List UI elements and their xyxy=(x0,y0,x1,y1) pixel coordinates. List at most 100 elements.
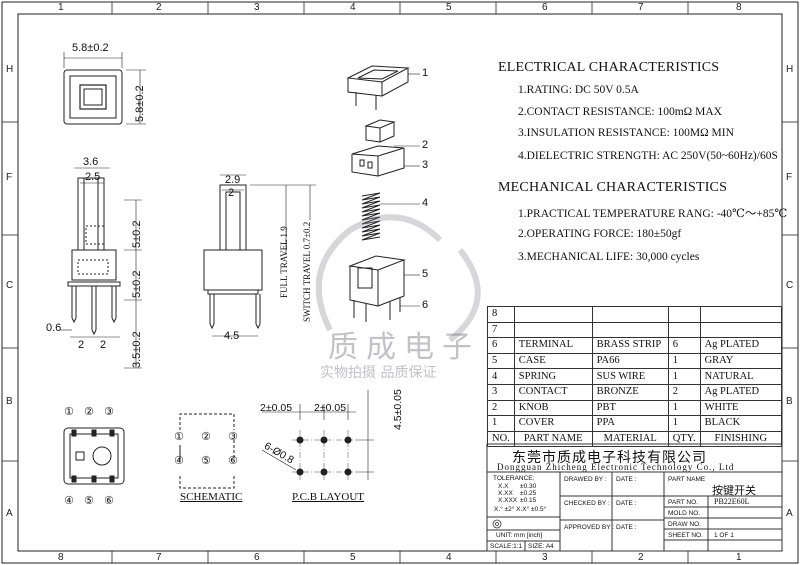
electrical-item: 2.CONTACT RESISTANCE: 100mΩ MAX xyxy=(518,106,722,118)
bom-cell: SPRING xyxy=(513,368,593,385)
col-label: 5 xyxy=(446,2,452,13)
bom-cell: CASE xyxy=(513,352,593,370)
col-label: 8 xyxy=(58,552,64,563)
bom-cell: Ag PLATED xyxy=(699,337,783,354)
front-view xyxy=(60,167,142,369)
col-label: 3 xyxy=(542,552,548,563)
bom-cell: PBT xyxy=(591,399,669,417)
bom-cell: 6 xyxy=(487,337,515,354)
part-no: PB22E60L xyxy=(714,497,750,506)
projection-symbol-icon xyxy=(492,519,502,529)
bom-cell: SUS WIRE xyxy=(591,368,669,385)
dim-front-w1: 3.6 xyxy=(83,156,99,168)
tol-xx-val: ±0.25 xyxy=(520,490,537,497)
drawn-by-label: DRAWED BY : xyxy=(564,476,607,483)
col-label: 8 xyxy=(736,2,742,13)
dim-front-pitch-b: 2 xyxy=(100,339,107,351)
dim-front-h2: 5±0.2 xyxy=(131,270,143,298)
bom-cell: 6 xyxy=(667,337,701,354)
company-name-en: Dongguan Zhicheng Electronic Technology … xyxy=(497,462,735,472)
pin-label: ① xyxy=(64,406,74,418)
bom-cell: 3 xyxy=(487,383,515,401)
bom-cell: NATURAL xyxy=(699,368,783,385)
col-label: 4 xyxy=(350,2,356,13)
pcb-layout xyxy=(261,390,374,482)
pin-label: ③ xyxy=(104,406,114,418)
pin-label: ⑥ xyxy=(104,495,114,507)
electrical-item: 1.RATING: DC 50V 0.5A xyxy=(518,84,639,96)
bom-row: 7 xyxy=(487,321,783,339)
bom-cell: Ag PLATED xyxy=(699,383,783,401)
bom-cell: 5 xyxy=(487,352,515,370)
dim-front-pitch-a: 2 xyxy=(78,339,85,351)
row-label: F xyxy=(786,172,793,183)
mechanical-item: 3.MECHANICAL LIFE: 30,000 cycles xyxy=(518,251,700,263)
part-name: 按键开关 xyxy=(712,484,756,497)
row-label: H xyxy=(6,64,14,75)
col-label: 2 xyxy=(156,2,162,13)
schematic-pin: ⑤ xyxy=(201,455,211,467)
tol-x: X.X xyxy=(498,483,509,490)
bom-header-cell: NO. xyxy=(487,430,515,448)
dim-pcb-height: 4.5±0.05 xyxy=(392,389,404,430)
bom-cell xyxy=(667,306,701,323)
bom-cell xyxy=(699,306,783,323)
row-label: C xyxy=(786,280,794,291)
watermark-name: 质成电子 xyxy=(328,330,480,365)
dim-front-h3: 3.5±0.2 xyxy=(131,331,143,368)
callout-5: 5 xyxy=(422,268,429,280)
bom-cell: KNOB xyxy=(513,399,593,417)
col-label: 6 xyxy=(542,2,548,13)
watermark-logo xyxy=(315,214,481,343)
col-label: 7 xyxy=(156,552,162,563)
col-label: 6 xyxy=(254,552,260,563)
bom-header-cell: MATERIAL xyxy=(591,430,669,448)
mechanical-item: 1.PRACTICAL TEMPERATURE RANG: -40℃～+85℃ xyxy=(518,208,788,220)
schematic-pin: ② xyxy=(201,431,211,443)
schematic-pin: ④ xyxy=(174,455,184,467)
checked-date-label: DATE : xyxy=(616,500,637,507)
electrical-item: 3.INSULATION RESISTANCE: 100MΩ MIN xyxy=(518,127,734,139)
pin-label: ② xyxy=(84,406,94,418)
row-label: B xyxy=(6,396,13,407)
callout-2: 2 xyxy=(422,139,429,151)
bom-header-cell: PART NAME xyxy=(513,430,593,448)
size: SIZE: A4 xyxy=(528,543,554,550)
schematic-pin: ⑥ xyxy=(228,455,238,467)
row-label: A xyxy=(6,508,13,519)
col-label: 2 xyxy=(638,552,644,563)
pinout-view xyxy=(63,427,125,485)
dim-front-h1: 5±0.2 xyxy=(131,220,143,248)
dim-front-pin: 0.6 xyxy=(46,322,62,334)
bom-cell xyxy=(513,306,593,323)
callout-1: 1 xyxy=(422,67,429,79)
electrical-title: ELECTRICAL CHARACTERISTICS xyxy=(498,60,720,75)
drawn-date-label: DATE : xyxy=(616,476,637,483)
bom-cell xyxy=(667,321,701,339)
part-name-label: PART NAME xyxy=(668,476,706,483)
col-label: 1 xyxy=(736,552,742,563)
bom-cell xyxy=(513,321,593,339)
bom-cell: BRONZE xyxy=(591,383,669,401)
dim-full-travel: FULL TRAVEL 1.9 xyxy=(279,226,289,298)
bom-cell: 1 xyxy=(667,368,701,385)
bom-cell: 2 xyxy=(667,383,701,401)
approved-by-label: APPROVED BY : xyxy=(564,524,615,531)
dim-pcb-pitch-a: 2±0.05 xyxy=(260,402,293,414)
bom-cell: COVER xyxy=(513,415,593,432)
dim-front-w2: 2.5 xyxy=(85,171,101,183)
col-label: 1 xyxy=(58,2,64,13)
mechanical-item: 2.OPERATING FORCE: 180±50gf xyxy=(518,228,682,240)
bom-cell: TERMINAL xyxy=(513,337,593,354)
unit: UNIT: mm [inch] xyxy=(496,532,543,539)
company-name-cn: 东莞市质成电子科技有限公司 xyxy=(512,450,707,466)
bom-cell: GRAY xyxy=(699,352,783,370)
tol-angle: X.° ±2° X.X° ±0.5° xyxy=(494,506,547,513)
side-view xyxy=(203,174,316,337)
callout-3: 3 xyxy=(422,159,429,171)
row-label: F xyxy=(6,172,13,183)
